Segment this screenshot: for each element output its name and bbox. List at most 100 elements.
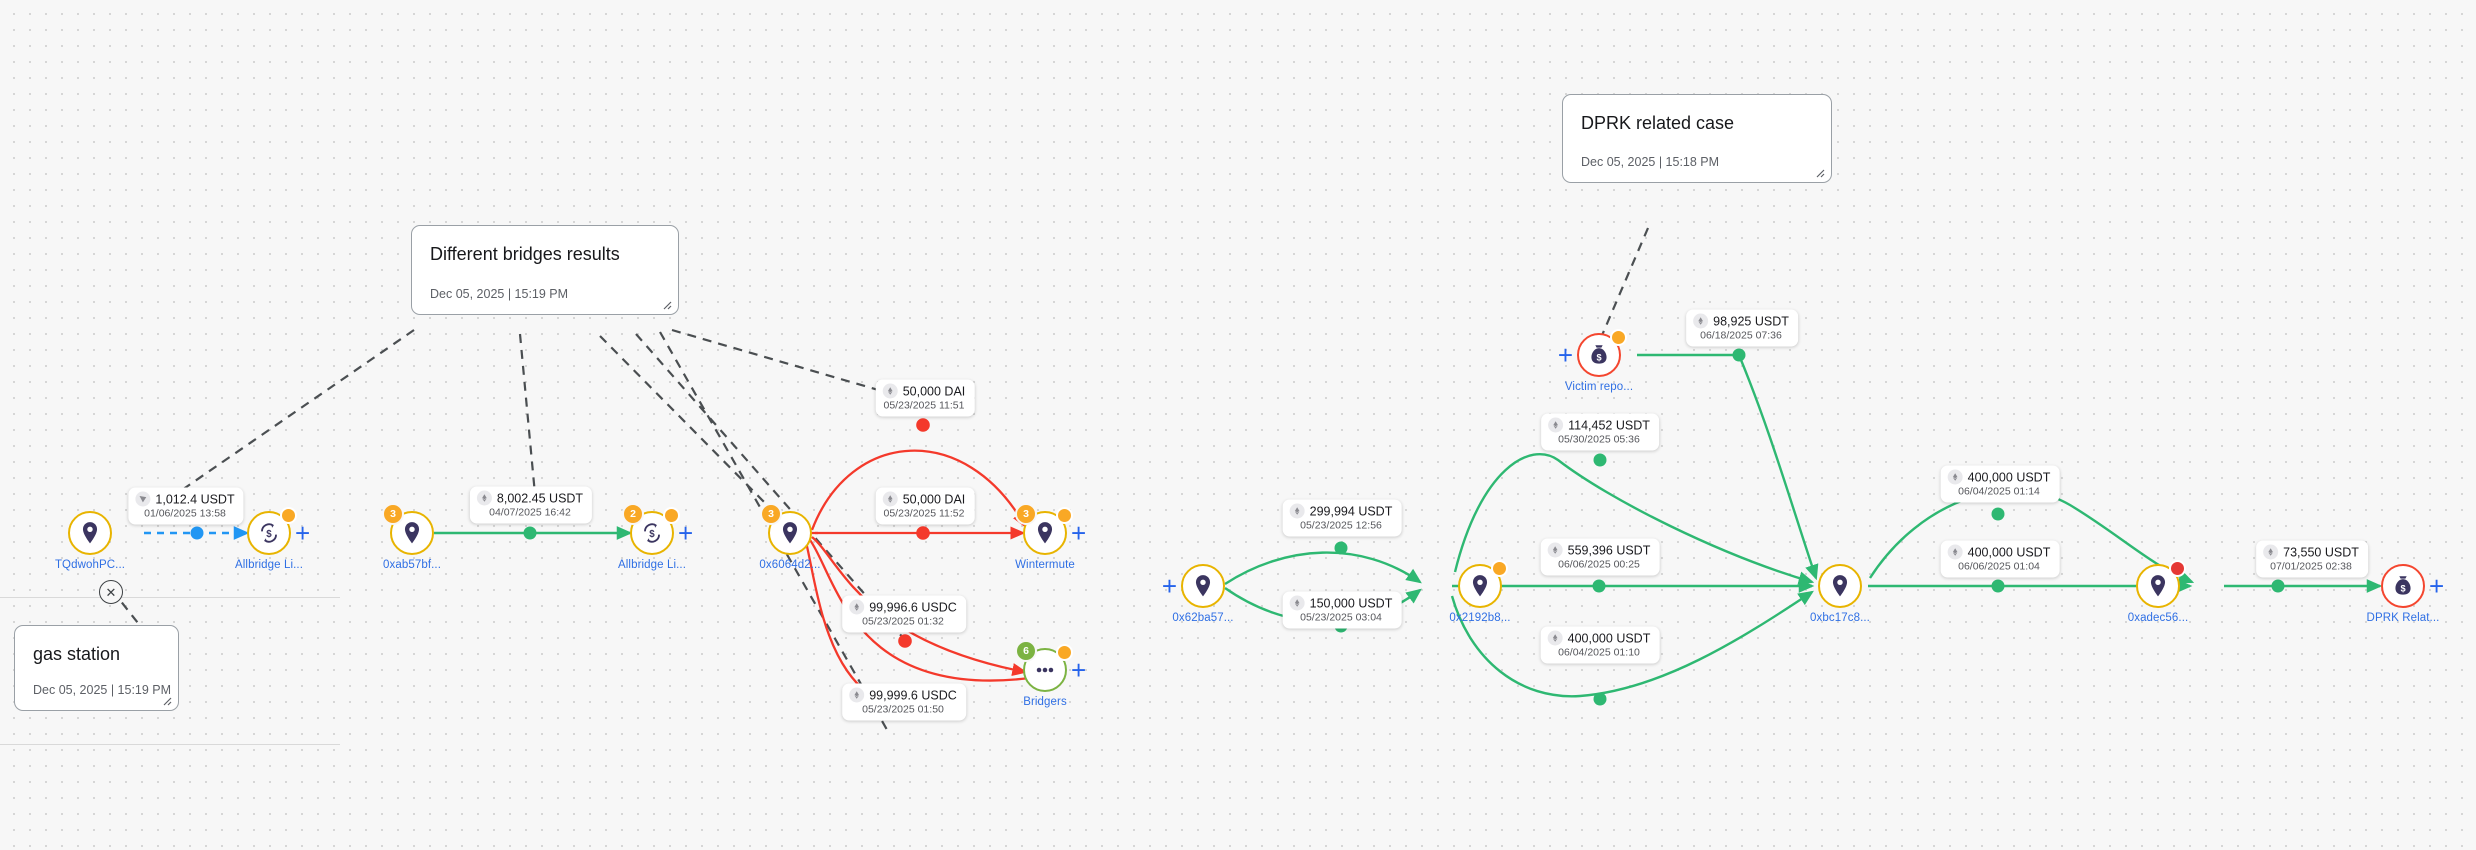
eth-icon (882, 491, 898, 507)
svg-text:$: $ (649, 529, 655, 540)
edge-date: 06/18/2025 07:36 (1700, 329, 1782, 342)
resize-handle-icon[interactable] (160, 694, 172, 706)
edge-date: 05/23/2025 03:04 (1300, 611, 1382, 624)
expand-node-button[interactable]: + (678, 518, 694, 548)
edge-label-e5[interactable]: 99,996.6 USDC 05/23/2025 01:32 (842, 595, 966, 633)
node-ring[interactable] (768, 511, 812, 555)
edge-date: 06/04/2025 01:14 (1958, 485, 2040, 498)
node-ring[interactable] (1818, 564, 1862, 608)
edge-date: 05/23/2025 01:32 (862, 615, 944, 628)
expand-node-button[interactable]: + (1161, 571, 1177, 601)
resize-handle-icon[interactable] (1813, 166, 1825, 178)
edge-amount: 114,452 USDT (1568, 418, 1650, 432)
node-label[interactable]: DPRK Relat... (2366, 612, 2440, 624)
edge-label-e10[interactable]: 114,452 USDT 05/30/2025 05:36 (1541, 413, 1659, 451)
status-dot (1056, 644, 1073, 661)
eth-icon (1693, 313, 1709, 329)
node-label[interactable]: 0x6064d2... (759, 559, 821, 571)
node-label[interactable]: 0xab57bf... (382, 559, 442, 571)
moneybag-icon: $ (2395, 576, 2411, 595)
node-label[interactable]: 0x62ba57... (1172, 612, 1234, 624)
node-label[interactable]: Bridgers (1023, 696, 1067, 708)
node-label[interactable]: Allbridge Li... (235, 559, 303, 571)
expand-node-button[interactable]: + (295, 518, 311, 548)
node-ring[interactable]: $ (2381, 564, 2425, 608)
swap-icon: $ (644, 523, 660, 543)
edge-label-e11[interactable]: 559,396 USDT 06/06/2025 00:25 (1540, 538, 1660, 576)
node-label[interactable]: TQdwohPC... (54, 559, 126, 571)
edge-label-e12[interactable]: 400,000 USDT 06/04/2025 01:10 (1540, 626, 1660, 664)
edge-date: 07/01/2025 02:38 (2270, 560, 2352, 573)
eth-icon (1289, 503, 1305, 519)
resize-handle-icon[interactable] (660, 298, 672, 310)
node-ring[interactable] (1181, 564, 1225, 608)
node-badge: 6 (1015, 640, 1037, 662)
note-different-bridges[interactable]: Different bridges results Dec 05, 2025 |… (411, 225, 679, 315)
edge-amount: 99,996.6 USDC (869, 600, 957, 614)
node-label[interactable]: Wintermute (1015, 559, 1075, 571)
edges-blue (144, 526, 250, 540)
note-dprk-case[interactable]: DPRK related case Dec 05, 2025 | 15:18 P… (1562, 94, 1832, 183)
expand-node-button[interactable]: + (1071, 518, 1087, 548)
edge-label-e6[interactable]: 99,999.6 USDC 05/23/2025 01:50 (842, 683, 966, 721)
eth-icon (1947, 544, 1963, 560)
node-label[interactable]: 0xadec56... (2127, 612, 2189, 624)
eth-icon (849, 599, 865, 615)
ellipsis-icon (1036, 667, 1054, 673)
edge-label-e1[interactable]: 1,012.4 USDT 01/06/2025 13:58 (128, 487, 244, 525)
remove-marker-icon[interactable]: ✕ (99, 580, 123, 604)
note-date: Dec 05, 2025 | 15:19 PM (430, 287, 569, 301)
edges-green-left (434, 526, 633, 540)
note-gas-station[interactable]: gas station Dec 05, 2025 | 15:19 PM (14, 625, 179, 711)
expand-node-button[interactable]: + (1071, 655, 1087, 685)
edge-label-e8[interactable]: 299,994 USDT 05/23/2025 12:56 (1282, 499, 1402, 537)
edge-date: 05/23/2025 11:51 (883, 399, 965, 412)
eth-icon (1547, 542, 1563, 558)
node-badge: 3 (382, 503, 404, 525)
eth-icon (476, 490, 492, 506)
edge-label-e4[interactable]: 50,000 DAI 05/23/2025 11:52 (875, 487, 975, 525)
expand-node-button[interactable]: + (1557, 340, 1573, 370)
edge-date: 06/06/2025 01:04 (1958, 560, 2040, 573)
pin-icon (782, 522, 798, 544)
eth-icon (1548, 417, 1564, 433)
edge-label-e14[interactable]: 400,000 USDT 06/06/2025 01:04 (1940, 540, 2060, 578)
edge-amount: 400,000 USDT (1967, 545, 2051, 559)
node-label[interactable]: Allbridge Li... (618, 559, 686, 571)
edge-amount: 99,999.6 USDC (869, 688, 957, 702)
edge-label-e2[interactable]: 8,002.45 USDT 04/07/2025 16:42 (469, 486, 593, 524)
node-label[interactable]: 0xbc17c8... (1810, 612, 1870, 624)
pin-icon (1472, 575, 1488, 597)
eth-icon (2263, 544, 2279, 560)
note-title: gas station (33, 644, 121, 664)
edge-label-e9[interactable]: 150,000 USDT 05/23/2025 03:04 (1282, 591, 1402, 629)
edge-amount: 559,396 USDT (1567, 543, 1651, 557)
status-dot (1610, 329, 1627, 346)
edge-label-e13[interactable]: 400,000 USDT 06/04/2025 01:14 (1940, 465, 2060, 503)
node-ring[interactable] (68, 511, 112, 555)
status-dot (1056, 507, 1073, 524)
edge-amount: 73,550 USDT (2283, 545, 2359, 559)
edge-amount: 8,002.45 USDT (496, 491, 584, 505)
node-label[interactable]: 0x2192b8... (1449, 612, 1511, 624)
eth-icon (849, 687, 865, 703)
moneybag-icon: $ (1591, 345, 1607, 364)
edge-date: 05/30/2025 05:36 (1558, 433, 1640, 446)
edge-amount: 50,000 DAI (902, 384, 966, 398)
pin-icon (404, 522, 420, 544)
edge-date: 06/06/2025 00:25 (1558, 558, 1640, 571)
edge-amount: 1,012.4 USDT (155, 492, 235, 506)
edge-label-e15[interactable]: 73,550 USDT 07/01/2025 02:38 (2256, 540, 2368, 578)
edge-label-e7[interactable]: 98,925 USDT 06/18/2025 07:36 (1686, 309, 1798, 347)
panel-divider-bottom (0, 744, 340, 745)
edge-label-e3[interactable]: 50,000 DAI 05/23/2025 11:51 (875, 379, 975, 417)
eth-icon (1547, 630, 1563, 646)
node-badge: 3 (760, 503, 782, 525)
edge-amount: 400,000 USDT (1567, 631, 1651, 645)
edge-amount: 150,000 USDT (1309, 596, 1393, 610)
expand-node-button[interactable]: + (2429, 571, 2445, 601)
node-label[interactable]: Victim repo... (1564, 381, 1634, 393)
node-badge: 3 (1015, 503, 1037, 525)
